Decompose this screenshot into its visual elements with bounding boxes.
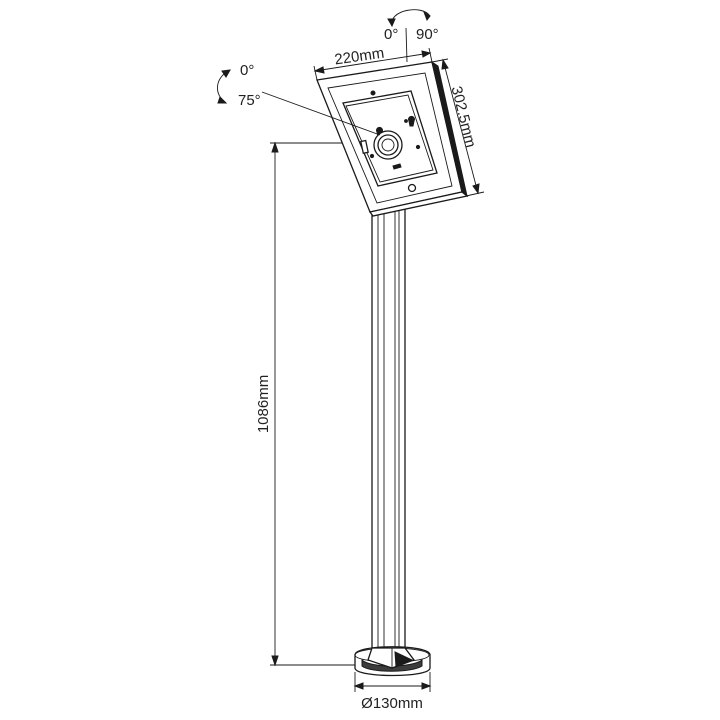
rotation-start-label: 0° xyxy=(384,26,398,43)
width-dimension: 220mm xyxy=(313,45,433,81)
tilt-start-label: 0° xyxy=(240,62,254,79)
pole xyxy=(371,207,406,649)
width-label: 220mm xyxy=(333,45,385,69)
height-label: 1086mm xyxy=(255,375,272,433)
tilt-indicator: 0° 75° xyxy=(217,62,381,136)
rotation-indicator: 0° 90° xyxy=(384,9,439,63)
tilt-end-label: 75° xyxy=(238,92,261,109)
height-dimension: 1086mm xyxy=(255,141,360,667)
tablet-enclosure xyxy=(316,60,469,217)
base-diameter-label: Ø130mm xyxy=(361,695,423,712)
base-diameter-dimension: Ø130mm xyxy=(353,672,432,712)
rotation-end-label: 90° xyxy=(416,26,439,43)
base xyxy=(354,646,431,677)
